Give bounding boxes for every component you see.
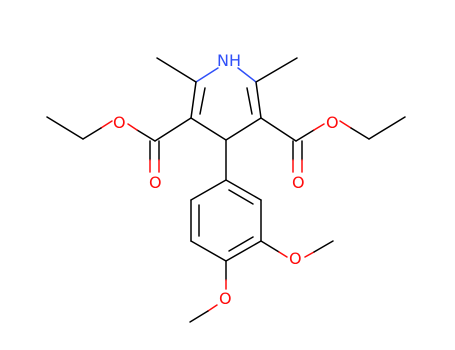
dihydropyridine-ring: [190, 67, 262, 141]
bond-c6-n: [237, 67, 257, 83]
bond-c3-carbonyl: [154, 117, 192, 142]
bond-c5-c6: [255, 81, 262, 119]
bond-n-c2: [195, 67, 219, 83]
ring-bond-1: [225, 179, 262, 201]
bond-c3-c4: [190, 117, 227, 141]
bond-ethyl-ch2-left: [82, 127, 102, 140]
bond-ethyl-ch2-right: [350, 127, 370, 140]
bond-carbonyl-o-ester-right: [295, 129, 315, 142]
bond-o-ethyl-right: [339, 120, 352, 129]
bond-c5-carbonyl: [260, 117, 297, 142]
bond-c6-methyl: [255, 57, 298, 83]
bond-c2-c3-double: [199, 87, 206, 115]
o-ester-right-label: O: [326, 113, 339, 132]
left-ester: [46, 116, 192, 173]
o-methoxy4-label: O: [219, 289, 232, 308]
ring-bond-3: [225, 240, 262, 262]
bond-carbonyl-o-ester: [136, 129, 156, 142]
nh-label: NH: [217, 51, 241, 70]
bond-o3-methyl-side: [304, 251, 315, 258]
bond-ethyl-ch3-left: [46, 116, 84, 140]
methoxy-3: [260, 240, 334, 258]
bond-c5-c6-double: [246, 87, 253, 115]
bond-c2-methyl: [156, 57, 197, 83]
bond-o-ester-left: [127, 123, 138, 131]
bond-o3-methyl: [313, 240, 334, 253]
o-methoxy3-label: O: [289, 249, 302, 268]
o-carbonyl-left-label: O: [149, 173, 162, 192]
right-ester: [260, 116, 406, 173]
bond-o3-ring-side: [278, 251, 288, 258]
ring-double-2: [228, 236, 254, 252]
ring-double-1: [228, 189, 254, 205]
methoxy-4: [189, 260, 227, 323]
bond-c2-c3: [190, 81, 197, 119]
ring-bond-6: [190, 179, 227, 201]
bond-ethyl-ch3-right: [368, 116, 406, 140]
ring-bond-4: [190, 240, 227, 262]
bond-ring-o3: [260, 240, 280, 253]
bond-o-ester-right: [313, 123, 325, 131]
bond-o-ethyl-left: [100, 120, 113, 129]
o-carbonyl-right-label: O: [292, 173, 305, 192]
o-ester-left-label: O: [113, 113, 126, 132]
bond-o4-methyl-side: [207, 304, 218, 312]
benzene-ring: [190, 179, 262, 262]
bond-o4-methyl: [189, 310, 209, 323]
bond-c4-c5: [225, 117, 262, 141]
